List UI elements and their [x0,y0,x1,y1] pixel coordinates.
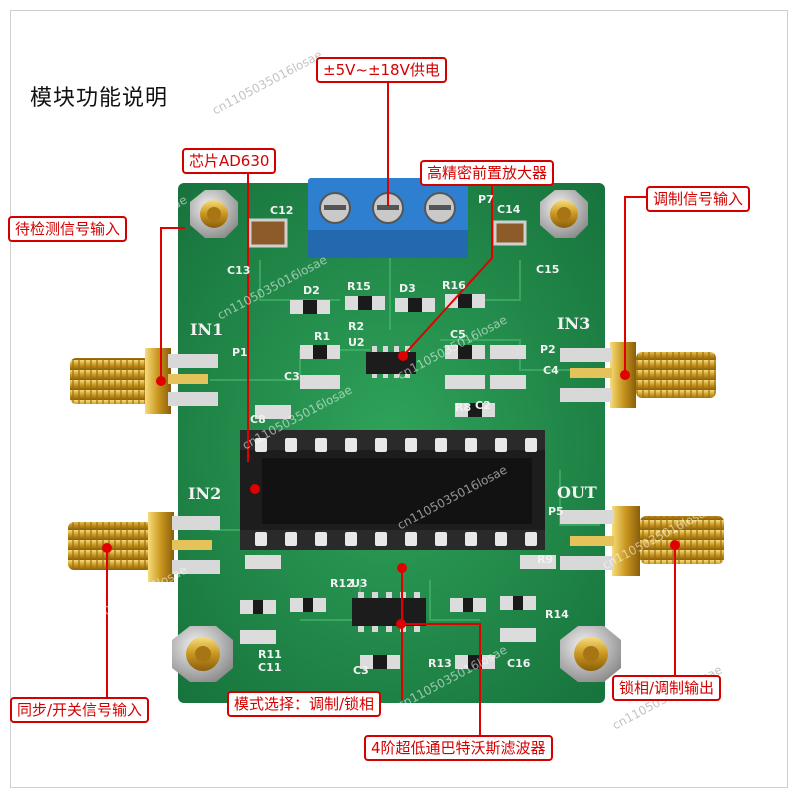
silk-r8: R8 [455,401,472,414]
silk-r1: R1 [314,330,331,343]
silk-in2: IN2 [188,484,222,503]
callout-filter: 4阶超低通巴特沃斯滤波器 [364,735,553,761]
cap-c14 [493,220,527,246]
page-title: 模块功能说明 [30,86,169,111]
callout-out: 锁相/调制输出 [612,675,722,701]
silk-c4: C4 [543,364,559,377]
silk-r9: R9 [537,553,554,566]
silk-c5: C5 [450,328,466,341]
callout-mod-in: 调制信号输入 [646,186,751,212]
chip-u3-filter [352,592,426,632]
silk-c3b: C3 [353,664,369,677]
silk-r14: R14 [545,608,569,621]
callout-mode: 模式选择：调制/锁相 [227,691,382,717]
silk-r12: R12 [330,577,354,590]
silk-d2: D2 [303,284,320,297]
silk-d3: D3 [399,282,416,295]
silk-p7: P7 [478,193,494,206]
silk-c14: C14 [497,203,521,216]
silk-c3: C3 [284,370,300,383]
callout-power: ±5V~±18V供电 [316,57,447,83]
sma-connector-in3 [560,342,716,408]
mount-nut-bottom-left [172,626,233,682]
image-frame [10,10,788,788]
silk-r13: R13 [428,657,452,670]
silk-r15: R15 [347,280,371,293]
silk-p5: P5 [548,505,564,518]
callout-sync-in: 同步/开关信号输入 [10,697,150,723]
silk-p2: P2 [540,343,556,356]
smd-components [240,294,556,669]
power-terminal-block [308,178,468,258]
callout-signal-in: 待检测信号输入 [8,216,128,242]
silk-in3: IN3 [557,314,591,333]
silk-r2: R2 [348,320,365,333]
silk-r11: R11 [258,648,282,661]
mount-nut-top-right [540,190,588,238]
silk-out: OUT [557,483,597,502]
silk-c2: C2 [475,399,491,412]
silk-u2: U2 [348,336,365,349]
silk-in1: IN1 [190,320,224,339]
sma-connector-in2 [68,512,220,582]
sma-connector-out [560,506,724,576]
silk-c12: C12 [270,204,294,217]
silk-c16: C16 [507,657,531,670]
sma-connector-in1 [70,348,218,414]
callout-preamp: 高精密前置放大器 [420,160,555,186]
silk-c15: C15 [536,263,560,276]
mount-nut-bottom-right [560,626,621,682]
mount-nut-top-left [190,190,238,238]
silk-r16: R16 [442,279,466,292]
callout-chip: 芯片AD630 [182,148,277,174]
silk-u3: U3 [351,577,368,590]
silk-c8: C8 [250,413,266,426]
chip-ad630-dip [240,430,545,550]
silk-c11: C11 [258,661,282,674]
cap-c12 [248,218,288,248]
silk-c13: C13 [227,264,251,277]
silk-p1: P1 [232,346,248,359]
